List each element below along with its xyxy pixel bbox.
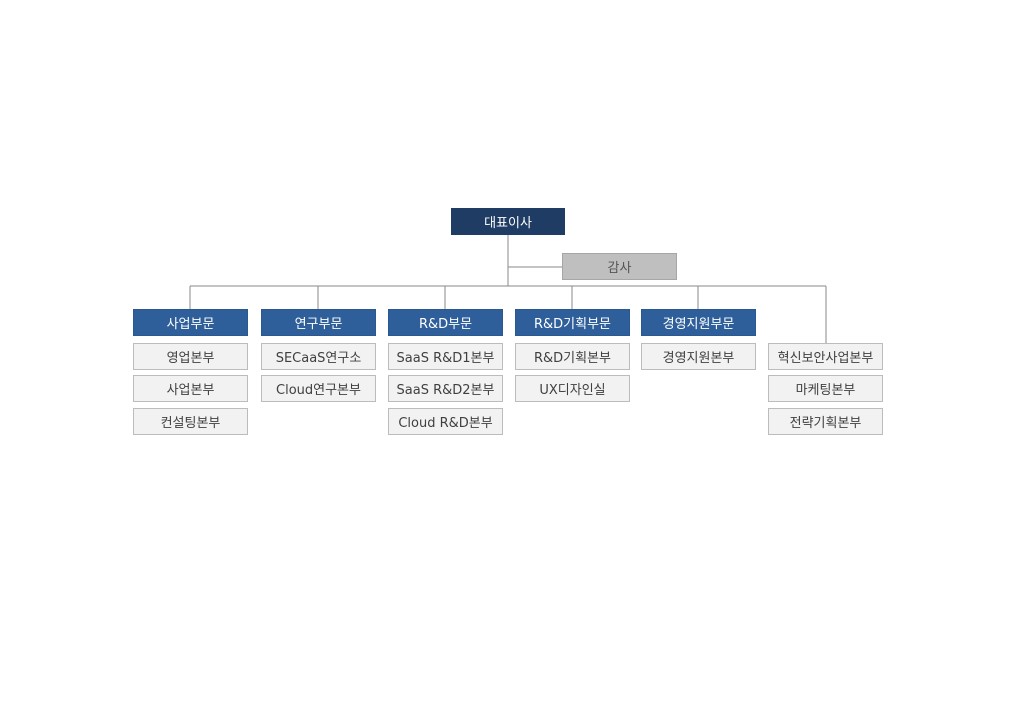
unit-box: 컨설팅본부 bbox=[133, 408, 248, 435]
unit-label: 컨설팅본부 bbox=[160, 416, 221, 431]
unit-label: Cloud R&D본부 bbox=[398, 416, 493, 431]
unit-label: 혁신보안사업본부 bbox=[777, 351, 874, 366]
division-label: R&D기획부문 bbox=[533, 317, 612, 332]
unit-label: 마케팅본부 bbox=[795, 383, 856, 398]
unit-box: Cloud연구본부 bbox=[261, 375, 376, 402]
division-label: R&D부문 bbox=[418, 317, 473, 332]
unit-label: SaaS R&D1본부 bbox=[396, 351, 495, 366]
unit-label: R&D기획본부 bbox=[533, 351, 612, 366]
unit-label: 경영지원본부 bbox=[662, 351, 735, 366]
division-rnd-planning: R&D기획부문 bbox=[515, 309, 630, 336]
unit-box: 혁신보안사업본부 bbox=[768, 343, 883, 370]
division-business: 사업부문 bbox=[133, 309, 248, 336]
unit-box: 마케팅본부 bbox=[768, 375, 883, 402]
division-label: 경영지원부문 bbox=[662, 317, 735, 332]
unit-box: SaaS R&D1본부 bbox=[388, 343, 503, 370]
unit-box: Cloud R&D본부 bbox=[388, 408, 503, 435]
unit-box: 영업본부 bbox=[133, 343, 248, 370]
unit-label: SECaaS연구소 bbox=[275, 351, 362, 366]
unit-box: 전략기획본부 bbox=[768, 408, 883, 435]
unit-label: 영업본부 bbox=[166, 351, 215, 366]
unit-label: SaaS R&D2본부 bbox=[396, 383, 495, 398]
division-rnd: R&D부문 bbox=[388, 309, 503, 336]
division-label: 사업부문 bbox=[166, 317, 215, 332]
unit-box: SECaaS연구소 bbox=[261, 343, 376, 370]
ceo-label: 대표이사 bbox=[484, 216, 532, 231]
unit-label: UX디자인실 bbox=[539, 383, 606, 398]
audit-label: 감사 bbox=[607, 261, 632, 276]
unit-box: R&D기획본부 bbox=[515, 343, 630, 370]
unit-label: 사업본부 bbox=[166, 383, 215, 398]
unit-box: 사업본부 bbox=[133, 375, 248, 402]
ceo-box: 대표이사 bbox=[451, 208, 565, 235]
unit-label: Cloud연구본부 bbox=[276, 383, 361, 398]
division-research: 연구부문 bbox=[261, 309, 376, 336]
division-label: 연구부문 bbox=[294, 317, 343, 332]
unit-box: 경영지원본부 bbox=[641, 343, 756, 370]
unit-label: 전략기획본부 bbox=[789, 416, 862, 431]
unit-box: SaaS R&D2본부 bbox=[388, 375, 503, 402]
unit-box: UX디자인실 bbox=[515, 375, 630, 402]
division-management-support: 경영지원부문 bbox=[641, 309, 756, 336]
audit-box: 감사 bbox=[562, 253, 677, 280]
